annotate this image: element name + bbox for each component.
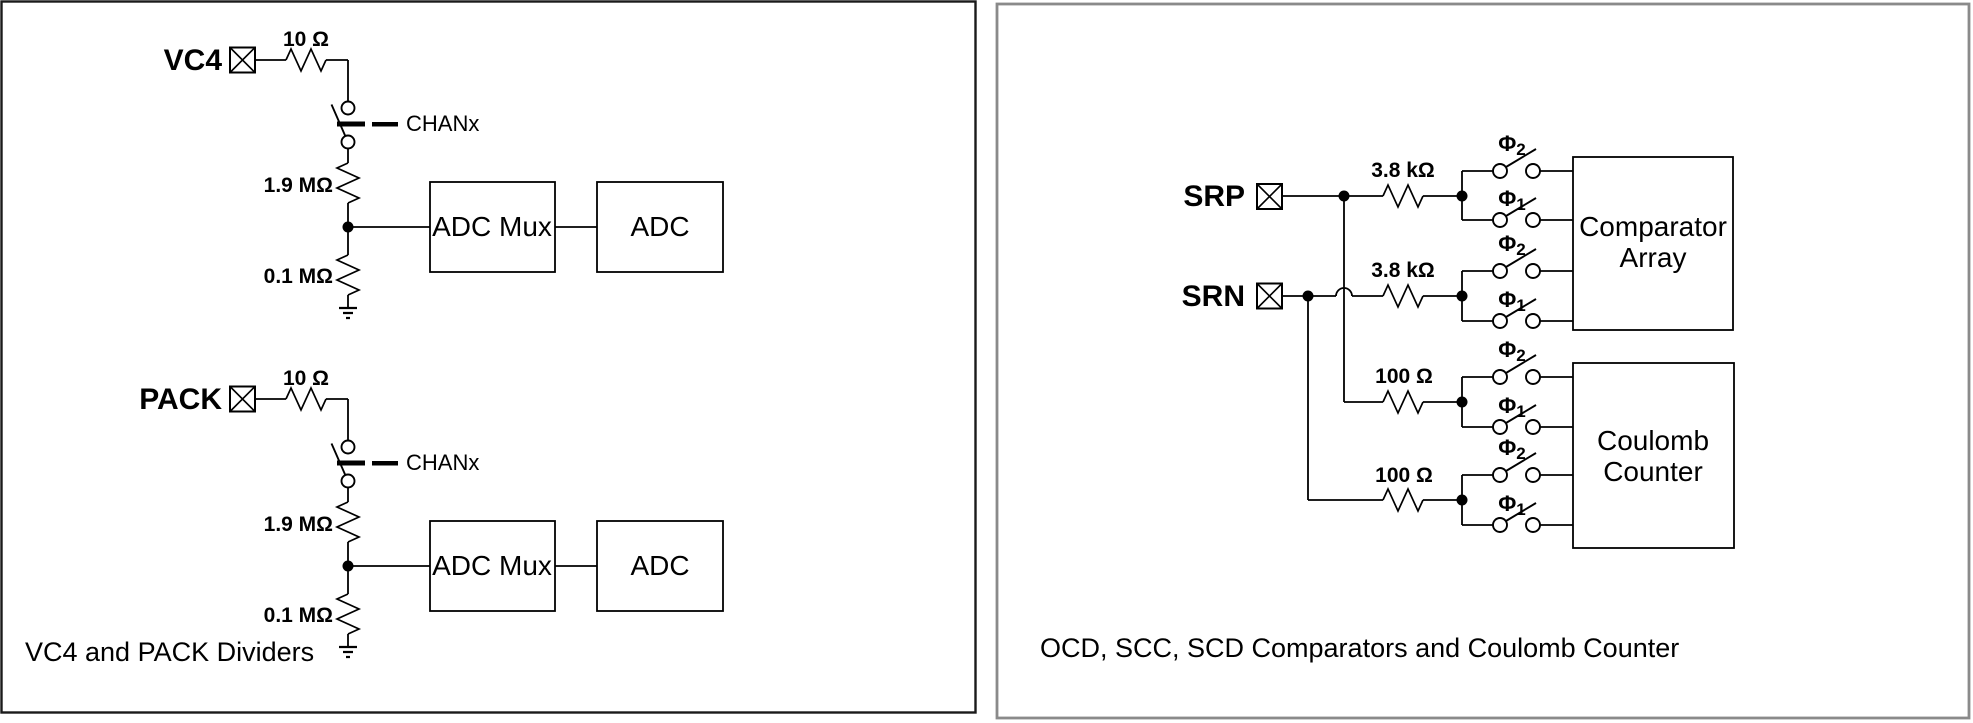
vc4-upper-divider-resistor: [334, 162, 362, 204]
pack-upper-divider-value: 1.9 MΩ: [264, 513, 333, 536]
left-panel-border: [0, 0, 977, 714]
pack-divider-circuit: PACK 10 Ω CHANx 1.9 MΩ 0.1 MΩ: [139, 367, 724, 659]
phi2-label: Φ2: [1498, 337, 1526, 365]
phi1-label: Φ1: [1498, 186, 1526, 214]
srn-coulomb-resistor: [1382, 486, 1424, 514]
phi1-switch-icon: [1492, 298, 1541, 329]
vc4-chan-switch-icon: [330, 100, 398, 150]
srp-coulomb-resistor-value: 100 Ω: [1375, 365, 1433, 388]
srp-pin-label: SRP: [1183, 180, 1245, 213]
vc4-pin-label: VC4: [164, 44, 223, 77]
pack-divider-node: [342, 560, 354, 572]
srp-sense-resistor-value: 3.8 kΩ: [1371, 159, 1435, 182]
vc4-lower-divider-resistor: [334, 254, 362, 296]
svg-text:Coulomb: Coulomb: [1597, 425, 1709, 456]
pack-switch-label: CHANx: [406, 450, 479, 475]
phi1-switch-icon: [1492, 197, 1541, 228]
srn-sense-resistor: [1382, 282, 1424, 310]
srn-pin-label: SRN: [1182, 280, 1245, 313]
comparator-array-block: Comparator Array: [1572, 156, 1734, 331]
wire-crossover-hop: [1335, 287, 1353, 297]
right-panel-caption: OCD, SCC, SCD Comparators and Coulomb Co…: [1040, 633, 1679, 663]
pack-adc-mux-block: ADC Mux: [429, 520, 556, 612]
pack-series-resistor-value: 10 Ω: [283, 367, 329, 390]
vc4-adc-block: ADC: [596, 181, 724, 273]
vc4-upper-divider-value: 1.9 MΩ: [264, 174, 333, 197]
phi1-switch-icon: [1492, 404, 1541, 435]
pack-pin-symbol-icon: [229, 385, 256, 413]
pack-pin-label: PACK: [139, 383, 222, 416]
phi1-label: Φ1: [1498, 491, 1526, 519]
phi1-label: Φ1: [1498, 393, 1526, 421]
srp-coulomb-resistor: [1382, 388, 1424, 416]
srp-comparator-switch-row: Φ2 Φ1: [1461, 131, 1573, 228]
vc4-switch-label: CHANx: [406, 111, 479, 136]
srn-coulomb-switch-row: Φ2 Φ1: [1461, 435, 1573, 533]
vc4-adc-mux-block: ADC Mux: [429, 181, 556, 273]
pack-ground-icon: [339, 645, 357, 659]
pack-lower-divider-value: 0.1 MΩ: [264, 604, 333, 627]
pack-upper-divider-resistor: [334, 501, 362, 543]
right-panel-border: [995, 2, 1971, 720]
svg-text:ADC: ADC: [630, 211, 689, 242]
phi2-label: Φ2: [1498, 435, 1526, 463]
srn-sense-resistor-value: 3.8 kΩ: [1371, 259, 1435, 282]
right-panel-wires: [1282, 195, 1462, 501]
vc4-lower-divider-value: 0.1 MΩ: [264, 265, 333, 288]
svg-text:Counter: Counter: [1603, 456, 1703, 487]
left-panel-caption: VC4 and PACK Dividers: [25, 637, 314, 667]
vc4-series-resistor-value: 10 Ω: [283, 28, 329, 51]
vc4-pin-symbol-icon: [229, 46, 256, 74]
left-panel: VC4 10 Ω CHANx 1.9 MΩ 0.1 MΩ: [0, 0, 977, 714]
phi2-label: Φ2: [1498, 231, 1526, 259]
srn-pin-symbol-icon: [1256, 282, 1283, 310]
right-panel: SRP SRN 3.8 kΩ 3.8 kΩ 100 Ω 100 Ω: [995, 2, 1971, 720]
srn-coulomb-resistor-value: 100 Ω: [1375, 464, 1433, 487]
vc4-ground-icon: [339, 306, 357, 320]
svg-text:ADC Mux: ADC Mux: [432, 211, 552, 242]
phi2-switch-icon: [1492, 148, 1541, 179]
svg-text:Array: Array: [1620, 242, 1687, 273]
phi2-switch-icon: [1492, 452, 1541, 483]
phi1-switch-icon: [1492, 502, 1541, 533]
svg-text:ADC Mux: ADC Mux: [432, 550, 552, 581]
pack-series-resistor: [285, 385, 327, 413]
srp-sense-resistor: [1382, 182, 1424, 210]
phi2-switch-icon: [1492, 248, 1541, 279]
pack-lower-divider-resistor: [334, 593, 362, 635]
svg-text:Comparator: Comparator: [1579, 211, 1727, 242]
phi2-switch-icon: [1492, 354, 1541, 385]
vc4-divider-node: [342, 221, 354, 233]
vc4-series-resistor: [285, 46, 327, 74]
srp-coulomb-switch-row: Φ2 Φ1: [1461, 337, 1573, 435]
srp-pin-symbol-icon: [1256, 183, 1283, 210]
srn-comparator-switch-row: Φ2 Φ1: [1461, 231, 1573, 329]
pack-adc-block: ADC: [596, 520, 724, 612]
junction-nodes: [1302, 190, 1468, 506]
phi2-label: Φ2: [1498, 131, 1526, 159]
vc4-divider-circuit: VC4 10 Ω CHANx 1.9 MΩ 0.1 MΩ: [164, 28, 724, 320]
pack-chan-switch-icon: [330, 439, 398, 489]
coulomb-counter-block: Coulomb Counter: [1572, 362, 1735, 549]
svg-text:ADC: ADC: [630, 550, 689, 581]
phi1-label: Φ1: [1498, 287, 1526, 315]
